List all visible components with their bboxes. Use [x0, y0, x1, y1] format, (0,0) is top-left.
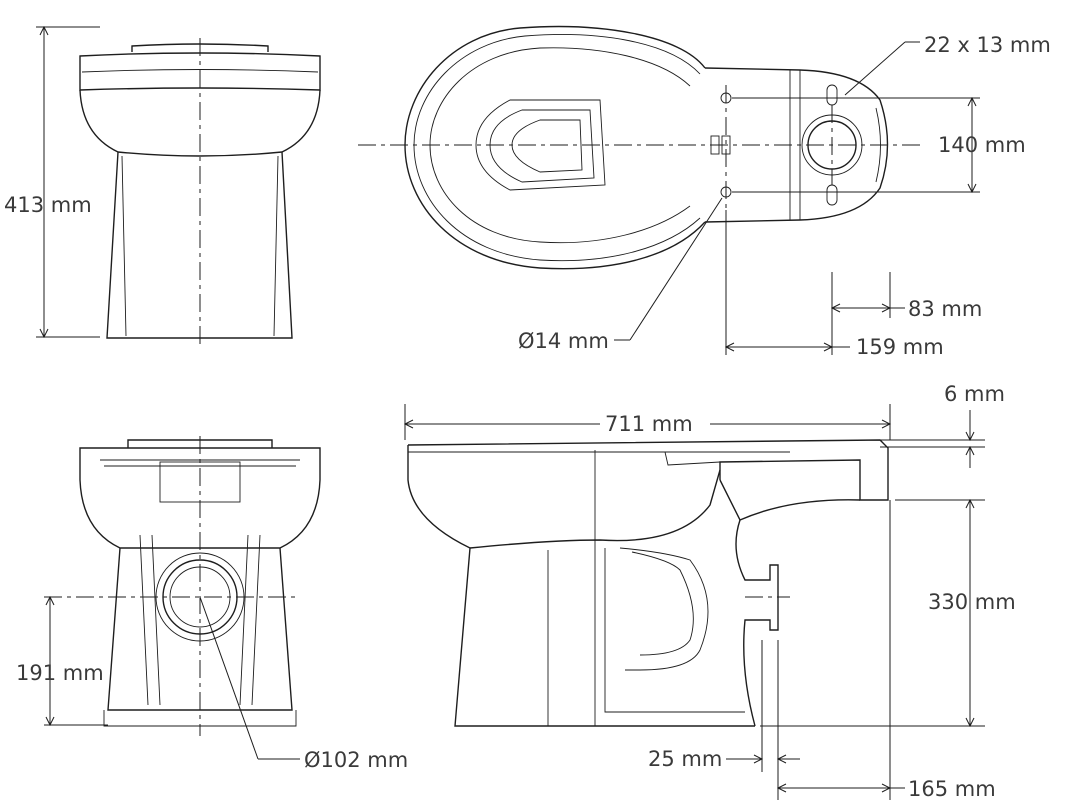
outlet-diameter-label: Ø102 mm: [304, 748, 408, 772]
side-view: [403, 404, 985, 800]
outlet-height-label: 330 mm: [928, 590, 1016, 614]
front-height-label: 413 mm: [4, 193, 92, 217]
outlet-to-wall-label: 165 mm: [908, 777, 996, 801]
overall-length-label: 711 mm: [605, 412, 693, 436]
bolt-hole-diameter-label: Ø14 mm: [518, 329, 609, 353]
slot-size-label: 22 x 13 mm: [924, 33, 1051, 57]
back-outlet-height-label: 191 mm: [16, 661, 104, 685]
rim-thickness-label: 6 mm: [944, 382, 1005, 406]
rear-offset-1-label: 83 mm: [908, 297, 982, 321]
bolt-spacing-label: 140 mm: [938, 133, 1026, 157]
back-view: [44, 436, 321, 760]
top-view: [358, 25, 980, 355]
rear-offset-2-label: 159 mm: [856, 335, 944, 359]
outlet-offset-label: 25 mm: [648, 747, 722, 771]
front-view: [36, 25, 321, 346]
